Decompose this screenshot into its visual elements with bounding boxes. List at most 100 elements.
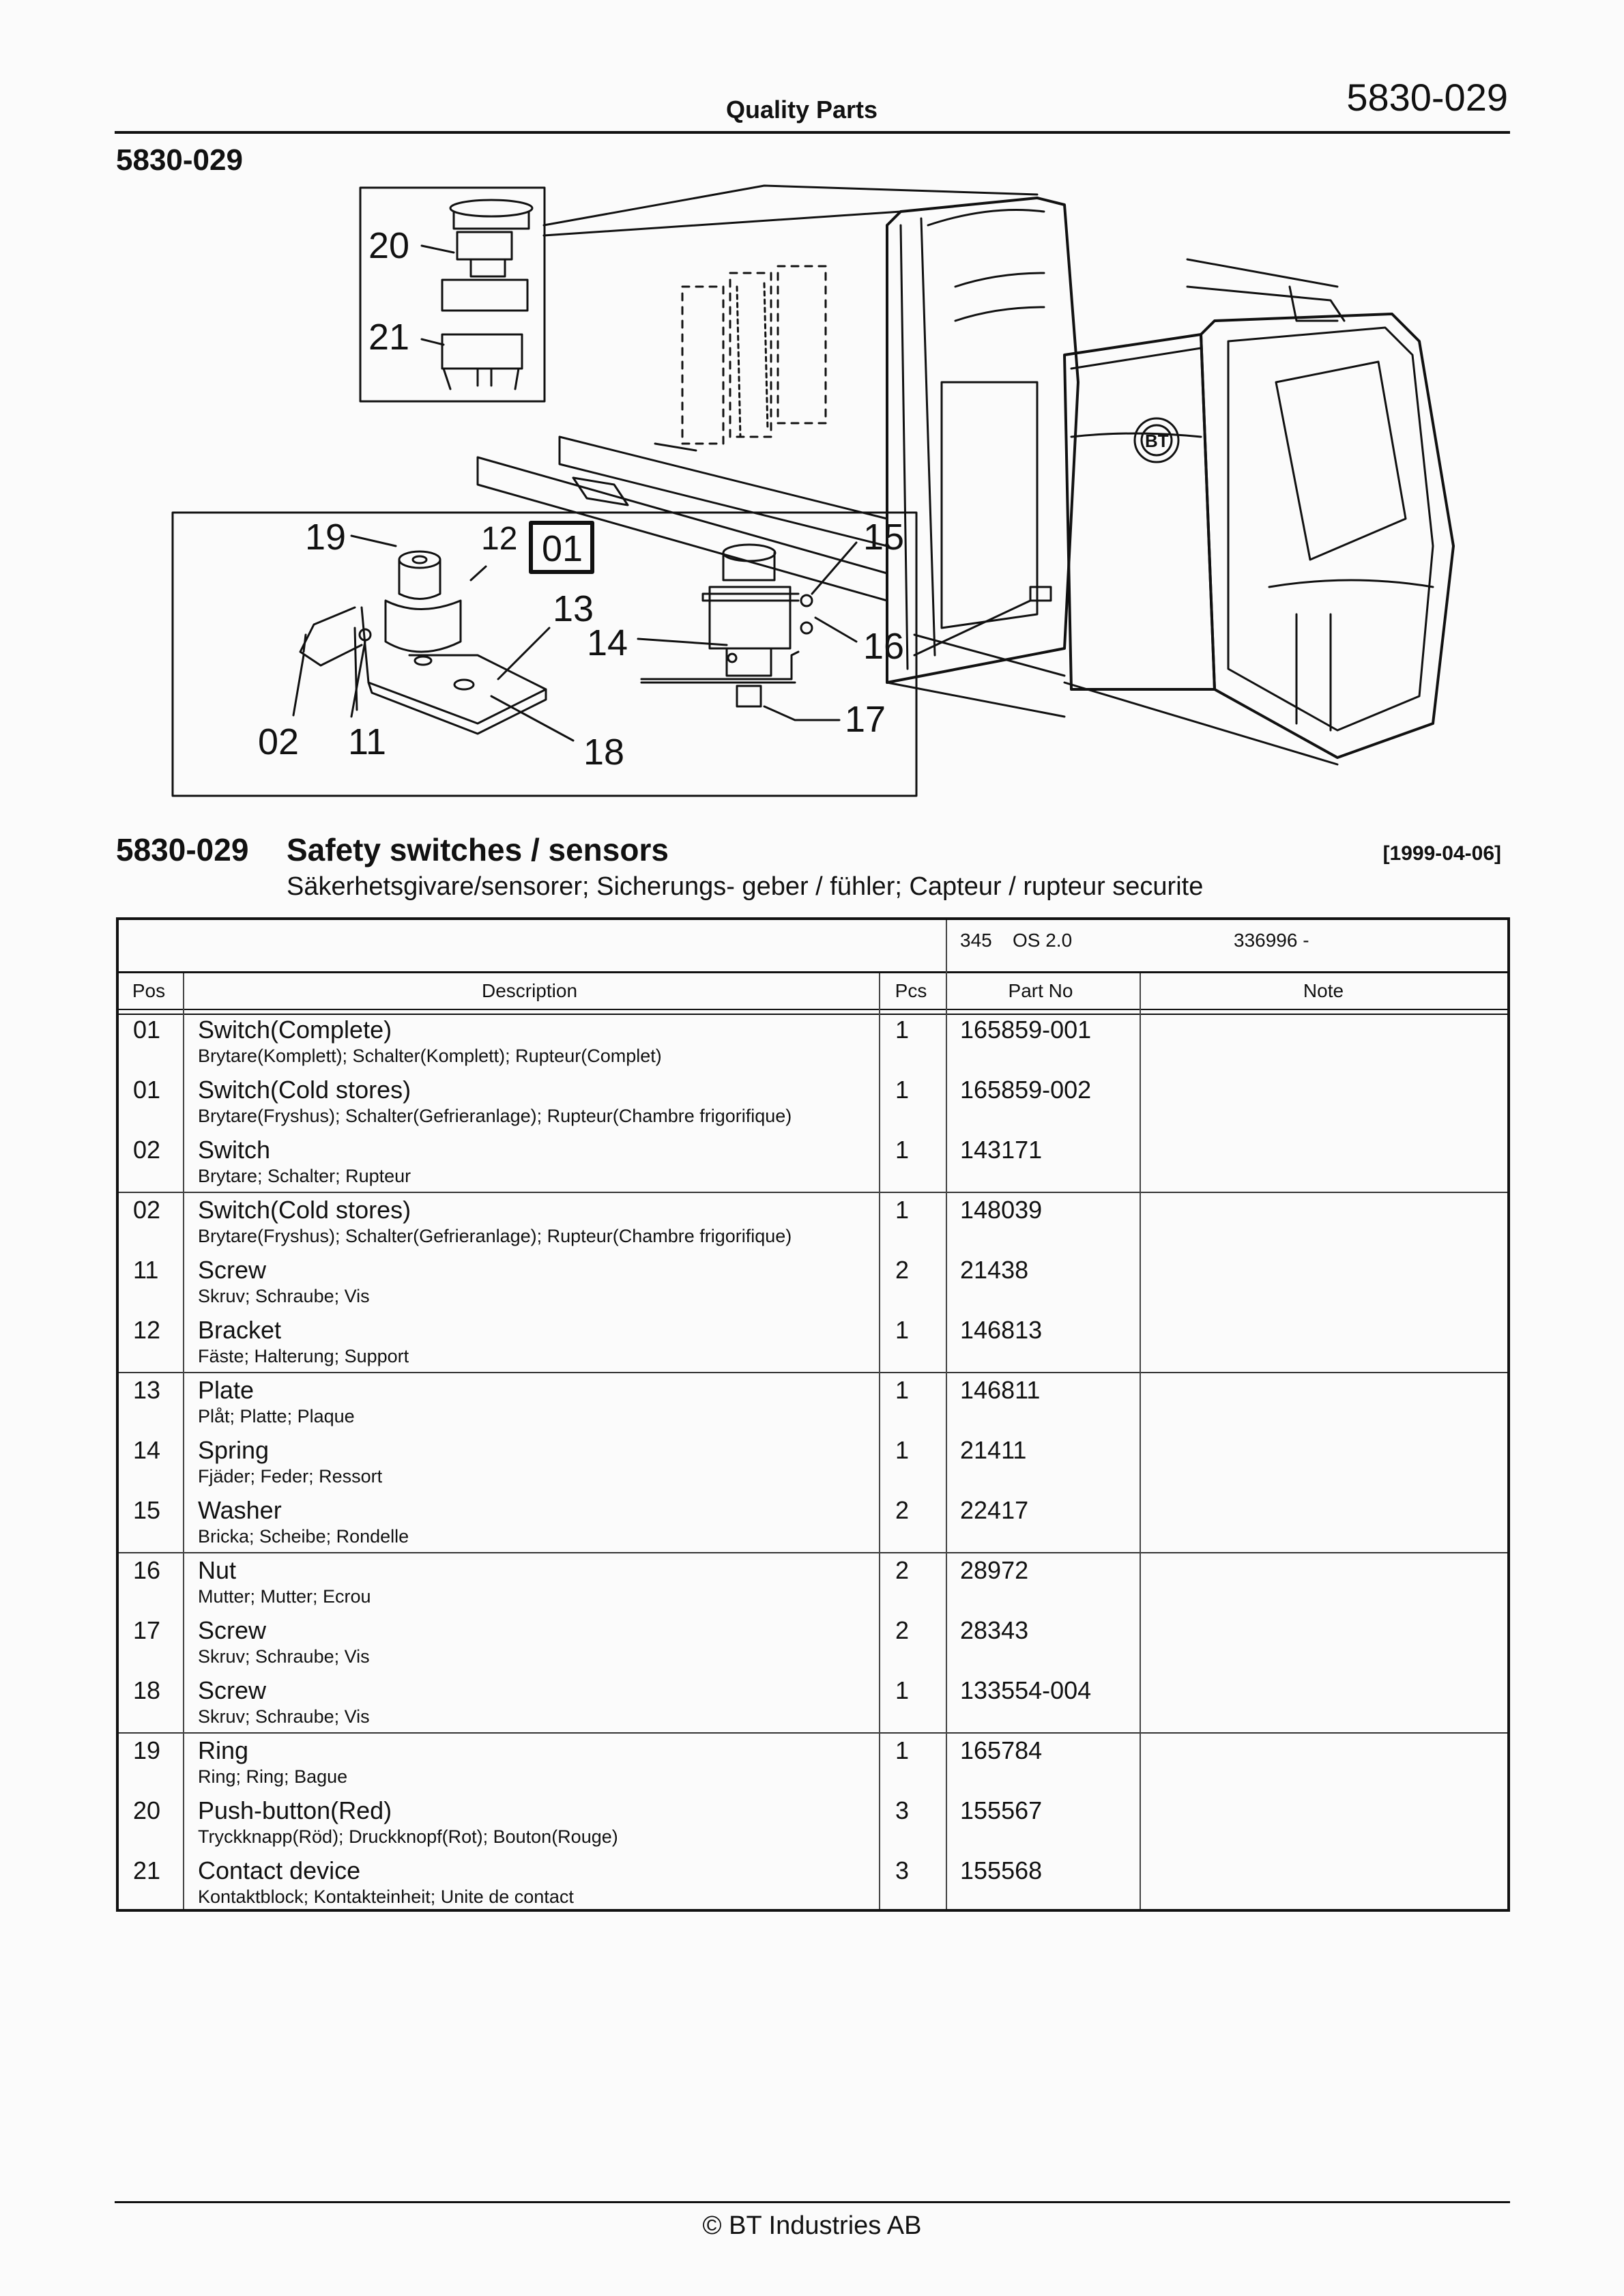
table-divider (119, 1009, 1507, 1010)
col-header-pcs: Pcs (895, 980, 927, 1001)
callout-21: 21 (368, 317, 409, 358)
row-part-no: 28972 (960, 1556, 1029, 1584)
section-date: [1999-04-06] (1382, 842, 1501, 865)
row-pcs: 1 (895, 1196, 910, 1224)
row-pcs: 3 (895, 1856, 910, 1884)
row-pos: 16 (133, 1556, 161, 1584)
row-pos: 02 (133, 1196, 161, 1224)
col-divider (1140, 973, 1141, 1909)
callout-13: 13 (553, 588, 594, 629)
row-translations: Skruv; Schraube; Vis (198, 1646, 370, 1667)
callout-18: 18 (583, 732, 624, 773)
group-divider (119, 1192, 1507, 1193)
inset-switch-assembly (171, 511, 918, 797)
row-translations: Brytare(Fryshus); Schalter(Gefrieranlage… (198, 1106, 792, 1126)
row-pcs: 1 (895, 1376, 910, 1404)
row-translations: Tryckknapp(Röd); Druckknopf(Rot); Bouton… (198, 1826, 618, 1847)
footer-copyright: © BT Industries AB (702, 2211, 922, 2240)
row-pcs: 1 (895, 1016, 910, 1044)
row-description: Plate (198, 1376, 255, 1404)
row-pcs: 2 (895, 1556, 910, 1584)
row-description: Spring (198, 1436, 270, 1464)
col-header-note: Note (1303, 980, 1344, 1001)
inset-push-button (359, 186, 546, 403)
row-translations: Bricka; Scheibe; Rondelle (198, 1526, 409, 1547)
row-part-no: 21411 (960, 1436, 1027, 1464)
row-part-no: 165859-002 (960, 1076, 1092, 1104)
row-pcs: 1 (895, 1076, 910, 1104)
row-pos: 21 (133, 1856, 161, 1884)
callout-12: 12 (481, 521, 517, 557)
row-translations: Skruv; Schraube; Vis (198, 1706, 370, 1727)
header-divider (115, 131, 1510, 134)
row-part-no: 165859-001 (960, 1016, 1092, 1044)
row-description: Nut (198, 1556, 237, 1584)
callout-17: 17 (845, 699, 886, 740)
row-pos: 02 (133, 1136, 161, 1164)
table-row: 02 Switch(Cold stores)Brytare(Fryshus); S… (116, 1190, 1510, 1250)
col-divider (946, 920, 947, 1909)
row-pcs: 1 (895, 1136, 910, 1164)
row-pos: 11 (133, 1256, 159, 1284)
row-pos: 01 (133, 1076, 161, 1104)
callout-16: 16 (863, 626, 904, 667)
row-part-no: 133554-004 (960, 1676, 1092, 1704)
row-translations: Brytare(Komplett); Schalter(Komplett); R… (198, 1046, 662, 1066)
row-part-no: 155568 (960, 1856, 1043, 1884)
section-title: Safety switches / sensors (287, 832, 669, 867)
row-part-no: 155567 (960, 1796, 1043, 1824)
row-description: Screw (198, 1256, 267, 1284)
row-pos: 12 (133, 1316, 161, 1344)
row-pos: 01 (133, 1016, 161, 1044)
info-serial: 336996 - (1234, 930, 1309, 951)
row-pos: 15 (133, 1496, 161, 1524)
row-part-no: 148039 (960, 1196, 1043, 1224)
row-description: Bracket (198, 1316, 282, 1344)
table-divider (119, 1014, 1507, 1015)
row-translations: Fjäder; Feder; Ressort (198, 1466, 383, 1487)
row-description: Switch (198, 1136, 271, 1164)
row-translations: Skruv; Schraube; Vis (198, 1286, 370, 1306)
row-translations: Brytare; Schalter; Rupteur (198, 1166, 411, 1186)
section-code: 5830-029 (116, 832, 249, 867)
row-description: Ring (198, 1736, 249, 1764)
col-divider (879, 973, 880, 1909)
parts-table (116, 917, 1510, 1912)
row-description: Contact device (198, 1856, 361, 1884)
row-translations: Kontaktblock; Kontakteinheit; Unite de c… (198, 1886, 574, 1907)
row-description: Washer (198, 1496, 282, 1524)
truck-illustration: BT (476, 184, 1455, 766)
exploded-parts-drawing: BT (171, 184, 1455, 797)
callout-box-01 (529, 521, 594, 574)
group-divider (119, 1732, 1507, 1734)
info-model: 345 (960, 930, 992, 951)
row-translations: Brytare(Fryshus); Schalter(Gefrieranlage… (198, 1226, 792, 1246)
col-header-description: Description (481, 980, 578, 1001)
callout-02: 02 (258, 721, 299, 762)
row-description: Screw (198, 1676, 267, 1704)
row-part-no: 165784 (960, 1736, 1043, 1764)
row-description: Switch(Cold stores) (198, 1196, 411, 1224)
row-translations: Plåt; Platte; Plaque (198, 1406, 355, 1426)
row-pcs: 2 (895, 1256, 910, 1284)
callout-19: 19 (305, 517, 346, 558)
row-description: Screw (198, 1616, 267, 1644)
row-pcs: 2 (895, 1616, 910, 1644)
row-translations: Ring; Ring; Bague (198, 1766, 348, 1787)
row-part-no: 28343 (960, 1616, 1029, 1644)
header-title: Quality Parts (725, 96, 878, 124)
push-button-parts (420, 199, 534, 390)
group-divider (119, 1372, 1507, 1373)
